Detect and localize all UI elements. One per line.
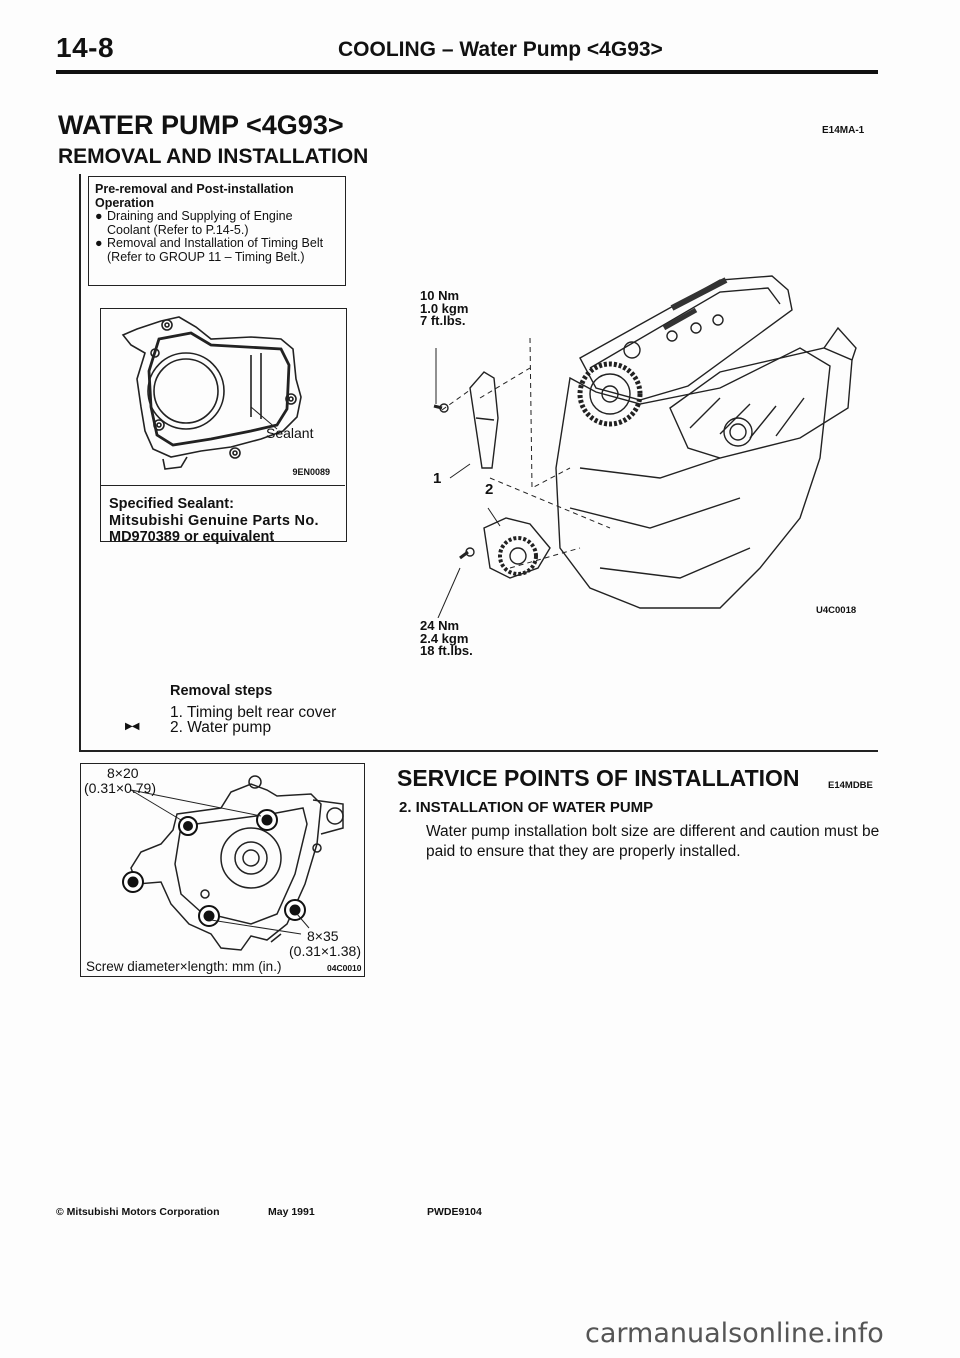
section-left-rule — [79, 174, 81, 752]
engine-figure-code: U4C0018 — [816, 605, 857, 616]
pre-removal-heading: Pre-removal and Post-installation Operat… — [95, 182, 294, 210]
sealant-label: Sealant — [266, 425, 314, 441]
section-title: COOLING – Water Pump <4G93> — [338, 38, 663, 61]
service-points-subtitle: 2. INSTALLATION OF WATER PUMP — [399, 799, 654, 816]
section-bottom-rule — [79, 750, 878, 752]
callout-1: 1 — [433, 470, 442, 487]
callout-2: 2 — [485, 481, 494, 498]
pre-removal-item: ● Draining and Supplying of Engine Coola… — [95, 209, 293, 237]
water-pump-sealant-illustration — [121, 316, 302, 470]
removal-step: 1. Timing belt rear cover — [170, 704, 337, 721]
service-point-arrows-icon: ▶◀ — [125, 721, 139, 732]
figure-code: 9EN0089 — [292, 467, 330, 477]
bolt-size-short-in: (0.31×0.79) — [84, 780, 156, 796]
bolt-figure-caption: Screw diameter×length: mm (in.) — [86, 959, 282, 974]
removal-steps-title: Removal steps — [170, 683, 273, 699]
service-points-title: SERVICE POINTS OF INSTALLATION — [397, 765, 800, 791]
section-subtitle: REMOVAL AND INSTALLATION — [58, 145, 369, 168]
bolt-figure-code: 04C0010 — [327, 963, 362, 973]
sealant-figure: Sealant 9EN0089 Specified Sealant: Mitsu… — [100, 308, 347, 545]
page-title: WATER PUMP <4G93> — [58, 110, 344, 140]
torque-lower: 24 Nm 2.4 kgm 18 ft.lbs. — [420, 618, 473, 658]
bolt-size-figure: 8×20 (0.31×0.79) 8×35 (0.31×1.38) Screw … — [80, 763, 365, 977]
torque-upper: 10 Nm 1.0 kgm 7 ft.lbs. — [420, 288, 469, 328]
bolt-size-short: 8×20 — [107, 765, 139, 781]
watermark: carmanualsonline.info — [585, 1318, 884, 1349]
specified-sealant: Specified Sealant: Mitsubishi Genuine Pa… — [101, 485, 345, 556]
header-rule — [56, 70, 878, 74]
bolt-size-long-in: (0.31×1.38) — [289, 943, 361, 959]
service-points-text: Water pump installation bolt size are di… — [426, 823, 880, 860]
footer-doc-code: PWDE9104 — [427, 1206, 482, 1218]
page-number: 14-8 — [56, 32, 115, 63]
bolt-size-long: 8×35 — [307, 928, 339, 944]
title-code: E14MA-1 — [822, 125, 865, 136]
pre-removal-box: Pre-removal and Post-installation Operat… — [88, 176, 346, 286]
footer-date: May 1991 — [268, 1206, 315, 1218]
pre-removal-item: ● Removal and Installation of Timing Bel… — [95, 236, 324, 264]
engine-exploded-illustration — [433, 275, 857, 618]
service-points-code: E14MDBE — [828, 780, 873, 791]
bullet-icon: ● — [95, 209, 103, 223]
removal-step: 2. Water pump — [170, 719, 272, 736]
footer-copyright: © Mitsubishi Motors Corporation — [56, 1206, 220, 1218]
bullet-icon: ● — [95, 236, 103, 250]
water-pump-bolts-illustration — [122, 775, 344, 951]
